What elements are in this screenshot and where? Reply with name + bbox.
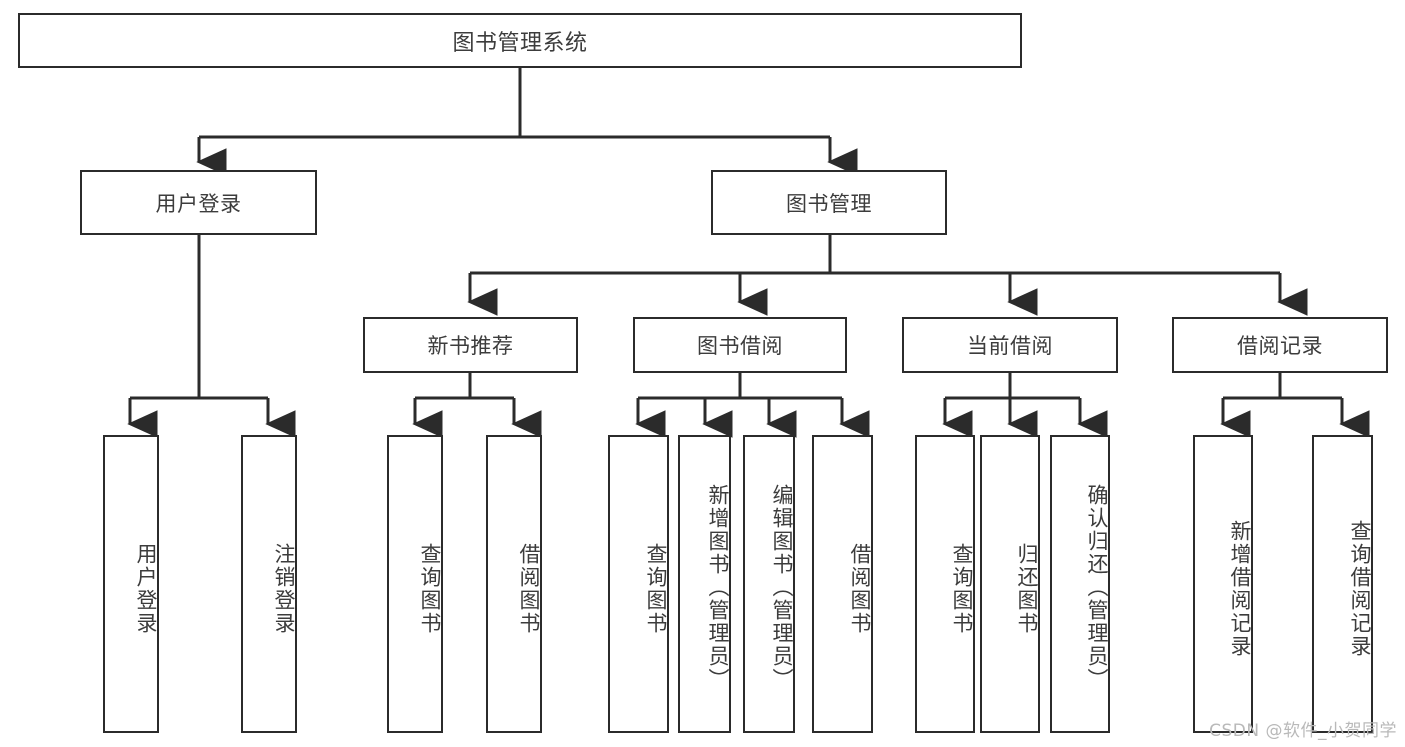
leaf-label: 查询图书 xyxy=(644,543,668,635)
leaf-borrow-borrow-book[interactable]: 借阅图书 xyxy=(812,435,873,733)
leaf-label: 查询图书 xyxy=(950,543,974,635)
node-current-borrow[interactable]: 当前借阅 xyxy=(902,317,1118,373)
leaf-label: 新增图书（管理员） xyxy=(706,483,730,691)
node-book-borrow[interactable]: 图书借阅 xyxy=(633,317,847,373)
leaf-label: 用户登录 xyxy=(134,543,158,635)
leaf-current-return-book[interactable]: 归还图书 xyxy=(980,435,1040,733)
leaf-new-book-borrow[interactable]: 借阅图书 xyxy=(486,435,542,733)
node-book-management[interactable]: 图书管理 xyxy=(711,170,947,235)
leaf-borrow-edit-book-admin[interactable]: 编辑图书（管理员） xyxy=(743,435,795,733)
csdn-watermark: CSDN @软件_小贺同学 xyxy=(1209,721,1397,741)
leaf-current-confirm-return-admin[interactable]: 确认归还（管理员） xyxy=(1050,435,1110,733)
node-book-management-label: 图书管理 xyxy=(786,191,872,216)
node-user-login[interactable]: 用户登录 xyxy=(80,170,317,235)
leaf-label: 编辑图书（管理员） xyxy=(770,483,794,691)
leaf-borrow-query-book[interactable]: 查询图书 xyxy=(608,435,669,733)
node-root-label: 图书管理系统 xyxy=(452,30,588,56)
leaf-user-login-login[interactable]: 用户登录 xyxy=(103,435,159,733)
leaf-record-query-record[interactable]: 查询借阅记录 xyxy=(1312,435,1373,733)
node-user-login-label: 用户登录 xyxy=(155,191,242,216)
node-new-book-recommend[interactable]: 新书推荐 xyxy=(363,317,578,373)
leaf-label: 注销登录 xyxy=(272,543,296,635)
node-borrow-record[interactable]: 借阅记录 xyxy=(1172,317,1388,373)
leaf-user-login-logout[interactable]: 注销登录 xyxy=(241,435,297,733)
leaf-current-query-book[interactable]: 查询图书 xyxy=(915,435,975,733)
leaf-borrow-add-book-admin[interactable]: 新增图书（管理员） xyxy=(678,435,731,733)
leaf-label: 借阅图书 xyxy=(517,543,541,635)
leaf-label: 借阅图书 xyxy=(848,543,872,635)
leaf-label: 查询借阅记录 xyxy=(1348,520,1372,658)
node-new-book-recommend-label: 新书推荐 xyxy=(427,334,514,358)
node-borrow-record-label: 借阅记录 xyxy=(1237,334,1323,358)
node-book-borrow-label: 图书借阅 xyxy=(697,334,783,358)
leaf-label: 新增借阅记录 xyxy=(1228,520,1252,658)
node-root[interactable]: 图书管理系统 xyxy=(18,13,1022,68)
leaf-new-book-query[interactable]: 查询图书 xyxy=(387,435,443,733)
leaf-record-add-record[interactable]: 新增借阅记录 xyxy=(1193,435,1253,733)
leaf-label: 查询图书 xyxy=(418,543,442,635)
leaf-label: 确认归还（管理员） xyxy=(1085,483,1109,691)
node-current-borrow-label: 当前借阅 xyxy=(967,334,1053,358)
leaf-label: 归还图书 xyxy=(1015,543,1039,635)
